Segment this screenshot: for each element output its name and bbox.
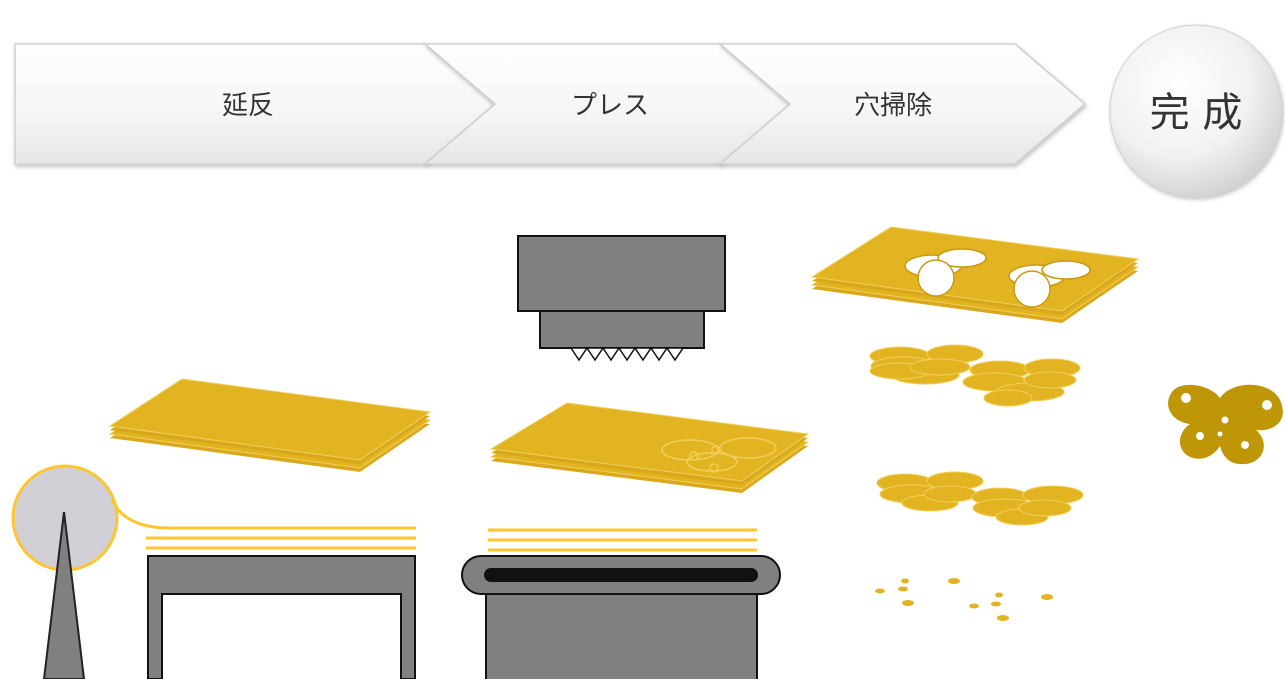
fabric-stack-step1 — [108, 378, 432, 472]
final-step-label: 完 成 — [1150, 90, 1243, 136]
cut-parts-group-2 — [876, 471, 1084, 526]
step-2-label: プレス — [571, 91, 649, 121]
step-1-chevron: 延反 — [14, 43, 497, 165]
fabric-roll-icon — [11, 464, 416, 679]
pressed-fabric-layers — [488, 528, 757, 552]
step-1-label: 延反 — [222, 91, 274, 121]
pressed-outline — [661, 437, 777, 473]
spreading-table — [147, 555, 416, 679]
step-3-chevron: 穴掃除 — [717, 43, 1087, 165]
step-3-label: 穴掃除 — [854, 91, 932, 121]
cut-fabric-stack — [810, 226, 1140, 323]
punched-dots — [875, 578, 1053, 621]
cut-holes — [904, 248, 1091, 308]
butterfly-part-icon — [1168, 384, 1283, 465]
cut-parts-group-1 — [869, 344, 1081, 407]
final-step-circle: 完 成 — [1109, 24, 1283, 198]
fabric-stack-step2 — [489, 402, 810, 493]
press-base — [461, 555, 781, 679]
press-die-icon — [517, 235, 726, 362]
spread-fabric-layers — [146, 536, 416, 550]
